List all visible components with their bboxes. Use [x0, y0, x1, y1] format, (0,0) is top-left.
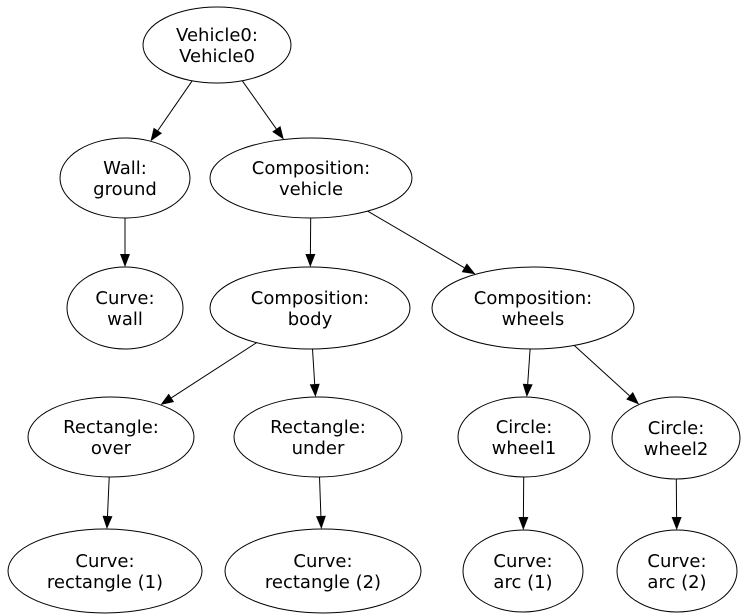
node-label-curve-wall-line2: wall — [107, 309, 143, 330]
node-label-curve-arc-2-line1: Curve: — [647, 551, 706, 572]
node-rectangle-over: Rectangle:over — [27, 396, 195, 478]
edge-line — [367, 210, 465, 269]
edge-rectangle-under--curve-rectangle-2 — [316, 476, 326, 529]
edge-line — [527, 348, 531, 385]
node-curve-wall: Curve:wall — [66, 266, 184, 350]
node-ellipse-composition-body — [209, 266, 411, 350]
node-ellipse-rectangle-over — [27, 396, 195, 478]
edge-composition-body--rectangle-under — [309, 348, 320, 397]
node-circle-wheel2: Circle:wheel2 — [611, 396, 741, 480]
node-label-composition-body-line2: body — [288, 309, 333, 330]
edge-circle-wheel1--curve-arc-1 — [518, 476, 529, 530]
edge-line — [157, 80, 193, 131]
node-ellipse-curve-rectangle-1 — [7, 528, 203, 614]
node-label-curve-rectangle-2-line2: rectangle (2) — [265, 572, 381, 593]
edge-composition-wheels--circle-wheel2 — [573, 345, 640, 405]
node-label-circle-wheel1-line1: Circle: — [496, 417, 553, 438]
node-wall-ground: Wall:ground — [59, 137, 191, 219]
node-label-curve-arc-1-line2: arc (1) — [493, 572, 552, 593]
edge-line — [573, 345, 630, 397]
edge-circle-wheel2--curve-arc-2 — [671, 478, 682, 530]
node-rectangle-under: Rectangle:under — [233, 396, 403, 478]
node-label-wall-ground-line2: ground — [93, 179, 157, 200]
edge-line — [319, 476, 322, 517]
edge-rectangle-over--curve-rectangle-1 — [102, 476, 113, 529]
edge-arrowhead — [626, 392, 640, 405]
node-label-curve-arc-2-line2: arc (2) — [647, 572, 706, 593]
edge-arrowhead — [671, 517, 682, 530]
edge-arrowhead — [160, 393, 175, 405]
node-label-circle-wheel1-line2: wheel1 — [492, 438, 557, 459]
edge-composition-body--rectangle-over — [160, 342, 257, 405]
node-ellipse-composition-wheels — [431, 266, 635, 350]
edge-arrowhead — [309, 383, 320, 397]
node-ellipse-rectangle-under — [233, 396, 403, 478]
edge-line — [312, 348, 316, 385]
edge-line — [171, 342, 257, 399]
node-circle-wheel1: Circle:wheel1 — [457, 396, 591, 478]
node-curve-arc-1: Curve:arc (1) — [462, 529, 584, 613]
edge-arrowhead — [150, 127, 162, 142]
node-vehicle0: Vehicle0:Vehicle0 — [142, 6, 292, 84]
node-curve-arc-2: Curve:arc (2) — [616, 529, 738, 613]
edge-arrowhead — [461, 263, 476, 275]
node-composition-vehicle: Composition:vehicle — [209, 137, 413, 219]
node-label-rectangle-under-line1: Rectangle: — [270, 417, 366, 438]
edge-arrowhead — [522, 383, 533, 397]
edge-arrowhead — [120, 254, 130, 267]
edge-vehicle0--composition-vehicle — [241, 80, 284, 140]
edge-composition-wheels--circle-wheel1 — [522, 348, 533, 397]
node-label-circle-wheel2-line1: Circle: — [648, 418, 705, 439]
node-label-curve-rectangle-2-line1: Curve: — [293, 551, 352, 572]
node-label-composition-vehicle-line1: Composition: — [252, 158, 370, 179]
node-label-curve-rectangle-1-line1: Curve: — [75, 551, 134, 572]
node-label-rectangle-under-line2: under — [292, 438, 345, 459]
node-label-circle-wheel2-line2: wheel2 — [644, 439, 709, 460]
edge-composition-vehicle--composition-body — [305, 217, 316, 267]
node-composition-body: Composition:body — [209, 266, 411, 350]
node-ellipse-composition-vehicle — [209, 137, 413, 219]
node-label-composition-wheels-line2: wheels — [502, 309, 565, 330]
node-label-composition-wheels-line1: Composition: — [474, 288, 592, 309]
node-ellipse-circle-wheel2 — [611, 396, 741, 480]
node-label-curve-wall-line1: Curve: — [95, 288, 154, 309]
edge-arrowhead — [305, 254, 316, 267]
node-label-vehicle0-line1: Vehicle0: — [176, 25, 258, 46]
edge-composition-vehicle--composition-wheels — [367, 210, 476, 275]
node-label-composition-body-line1: Composition: — [251, 288, 369, 309]
node-curve-rectangle-1: Curve:rectangle (1) — [7, 528, 203, 614]
node-ellipse-curve-arc-2 — [616, 529, 738, 613]
edge-line — [241, 80, 277, 130]
edge-line — [107, 476, 110, 517]
node-label-curve-rectangle-1-line2: rectangle (1) — [47, 572, 163, 593]
node-ellipse-vehicle0 — [142, 6, 292, 84]
node-ellipse-curve-arc-1 — [462, 529, 584, 613]
edge-arrowhead — [102, 515, 113, 529]
edge-wall-ground--curve-wall — [120, 218, 130, 267]
edge-arrowhead — [316, 515, 326, 529]
edge-vehicle0--wall-ground — [150, 80, 193, 142]
node-label-wall-ground-line1: Wall: — [103, 158, 147, 179]
edge-arrowhead — [272, 126, 284, 140]
node-ellipse-curve-rectangle-2 — [224, 528, 422, 614]
node-label-curve-arc-1-line1: Curve: — [493, 551, 552, 572]
node-label-composition-vehicle-line2: vehicle — [279, 179, 343, 200]
node-label-rectangle-over-line1: Rectangle: — [63, 417, 159, 438]
node-curve-rectangle-2: Curve:rectangle (2) — [224, 528, 422, 614]
node-composition-wheels: Composition:wheels — [431, 266, 635, 350]
node-label-rectangle-over-line2: over — [91, 438, 132, 459]
edge-arrowhead — [518, 517, 529, 530]
node-label-vehicle0-line2: Vehicle0 — [179, 46, 255, 67]
node-ellipse-circle-wheel1 — [457, 396, 591, 478]
